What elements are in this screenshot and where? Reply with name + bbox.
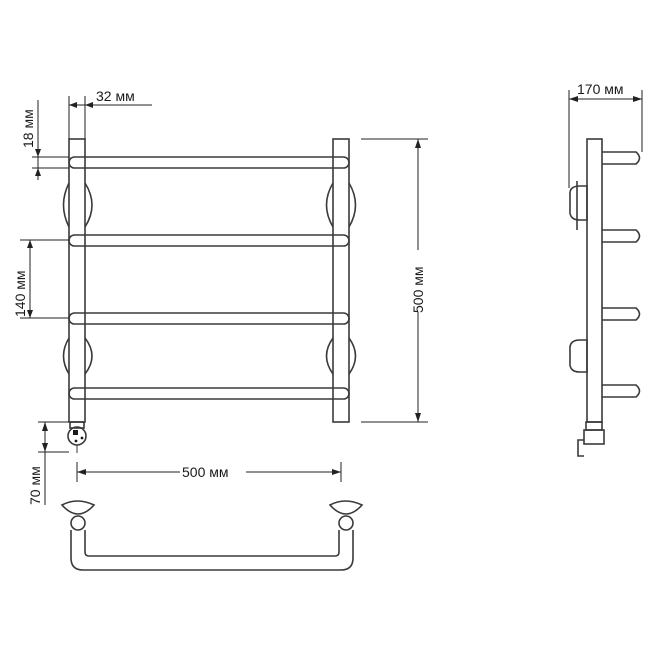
top-rung-inner [84,530,340,557]
dim-label-depth: 170 мм [577,81,624,97]
rung-4 [68,387,350,400]
dim-label-bottom-offset: 70 мм [27,466,43,505]
side-connector-body [583,429,605,445]
connector-dot-icon [80,436,84,440]
dim-total-width: 500 мм [76,462,342,482]
top-joint-left [70,515,86,531]
dim-top-offset: 18 мм [20,100,69,180]
mount-top-right [325,182,357,228]
dim-depth: 170 мм [568,81,643,188]
connector-neck [69,421,85,429]
dim-label-rung-spacing: 140 мм [12,271,28,318]
side-connector-plug [577,439,584,457]
dim-label-post-width: 32 мм [96,88,135,104]
rung-3 [68,312,350,325]
wall-mounts-front [62,182,357,375]
side-rung-2 [602,229,641,243]
connector-dot-icon [74,439,78,443]
left-post [68,138,86,423]
dim-label-total-width: 500 мм [182,464,229,480]
dim-total-height: 500 мм [361,138,428,423]
side-rung-1 [602,151,641,165]
right-post [332,138,350,423]
rung-2 [68,234,350,247]
side-post [586,138,603,423]
mount-bottom-right [325,337,357,375]
side-mount-top [569,185,588,221]
top-joint-right [338,515,354,531]
heating-connector [67,421,87,453]
rungs [68,156,350,400]
dim-label-total-height: 500 мм [410,267,426,314]
dim-post-width: 32 мм [68,88,152,139]
side-connector-neck [585,421,603,431]
front-view: 32 мм 18 мм 140 мм 500 [12,88,428,505]
side-connector [577,421,605,457]
side-mount-bottom [569,339,588,373]
connector-body [67,426,87,446]
top-mount-right [328,500,364,515]
connector-switch-icon [73,430,78,435]
side-rungs [602,151,641,398]
side-rung-3 [602,307,641,321]
top-mount-left [60,500,96,515]
top-rung-outer [70,530,354,571]
mount-bottom-left [62,337,93,375]
side-view: 170 мм [568,81,643,457]
dim-bottom-offset: 70 мм [27,421,69,505]
dim-label-top-offset: 18 мм [20,109,36,148]
side-rung-4 [602,384,641,398]
dim-rung-spacing: 140 мм [12,239,69,319]
rung-1 [68,156,350,169]
top-view [60,500,364,571]
mount-top-left [62,182,93,228]
